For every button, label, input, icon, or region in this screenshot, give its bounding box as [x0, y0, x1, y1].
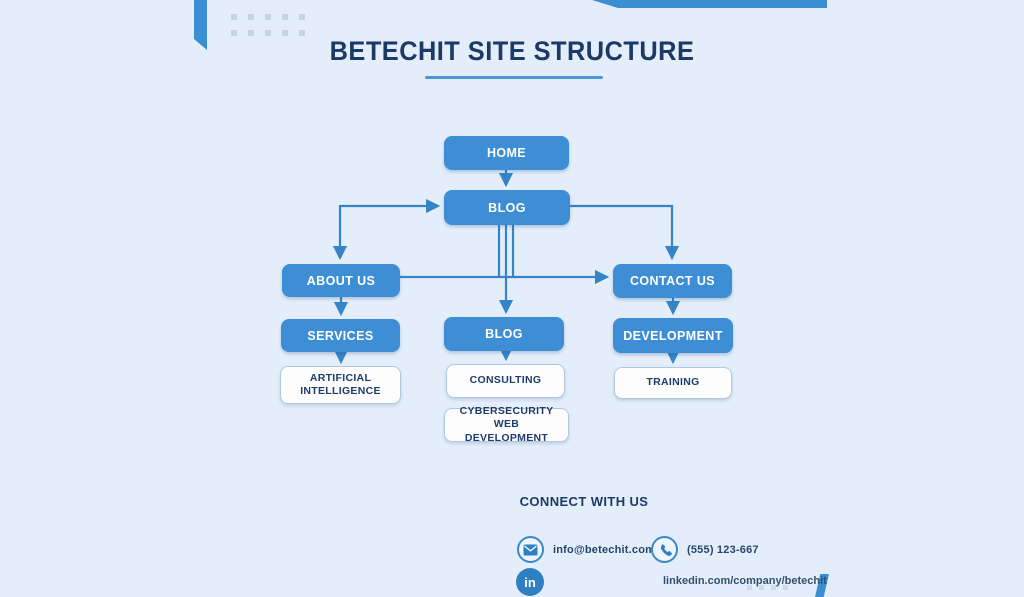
node-services: SERVICES [281, 319, 400, 352]
node-blog-main-label: BLOG [488, 200, 526, 215]
node-cybersecurity-web-development: CYBERSECURITY WEB DEVELOPMENT [444, 405, 569, 444]
node-blog-main: BLOG [444, 190, 570, 225]
node-home-label: HOME [486, 146, 527, 160]
node-consulting: CONSULTING [446, 364, 565, 398]
email-contact: info@betechit.com [517, 536, 655, 563]
node-about-us-label: ABOUT US [306, 273, 376, 288]
node-training: TRAINING [614, 367, 732, 399]
node-training-label: TRAINING [646, 376, 700, 389]
node-artificial-intelligence: ARTIFICIAL INTELLIGENCE [280, 366, 401, 404]
node-development-label: DEVELOPMENT [623, 328, 723, 343]
dot-grid-small-decoration [747, 585, 788, 590]
node-blog-sub: BLOG [444, 317, 564, 351]
phone-contact: (555) 123-667 [651, 536, 759, 563]
linkedin-contact: in [516, 568, 553, 596]
dot-grid-decoration [231, 14, 305, 36]
node-development: DEVELOPMENT [613, 318, 733, 353]
node-cybersecurity-web-development-label: CYBERSECURITY WEB DEVELOPMENT [459, 405, 554, 444]
title-underline [425, 76, 603, 79]
top-right-bar-decoration [592, 0, 827, 8]
connect-heading: CONNECT WITH US [519, 494, 649, 509]
node-home: HOME [444, 136, 569, 170]
phone-text: (555) 123-667 [687, 543, 759, 556]
top-left-ribbon-decoration [194, 0, 207, 50]
page-title: BETECHIT SITE STRUCTURE [329, 36, 695, 66]
linkedin-icon: in [516, 568, 544, 596]
node-blog-sub-label: BLOG [485, 327, 523, 341]
email-text: info@betechit.com [553, 543, 656, 556]
node-about-us: ABOUT US [282, 264, 400, 297]
node-services-label: SERVICES [307, 328, 374, 343]
node-consulting-label: CONSULTING [469, 374, 542, 387]
envelope-icon [517, 536, 544, 563]
node-contact-us-label: CONTACT US [629, 274, 715, 288]
phone-icon [651, 536, 678, 563]
linkedin-text: linkedin.com/company/betechit [663, 575, 827, 587]
node-contact-us: CONTACT US [613, 264, 732, 298]
node-artificial-intelligence-label: ARTIFICIAL INTELLIGENCE [300, 371, 381, 397]
